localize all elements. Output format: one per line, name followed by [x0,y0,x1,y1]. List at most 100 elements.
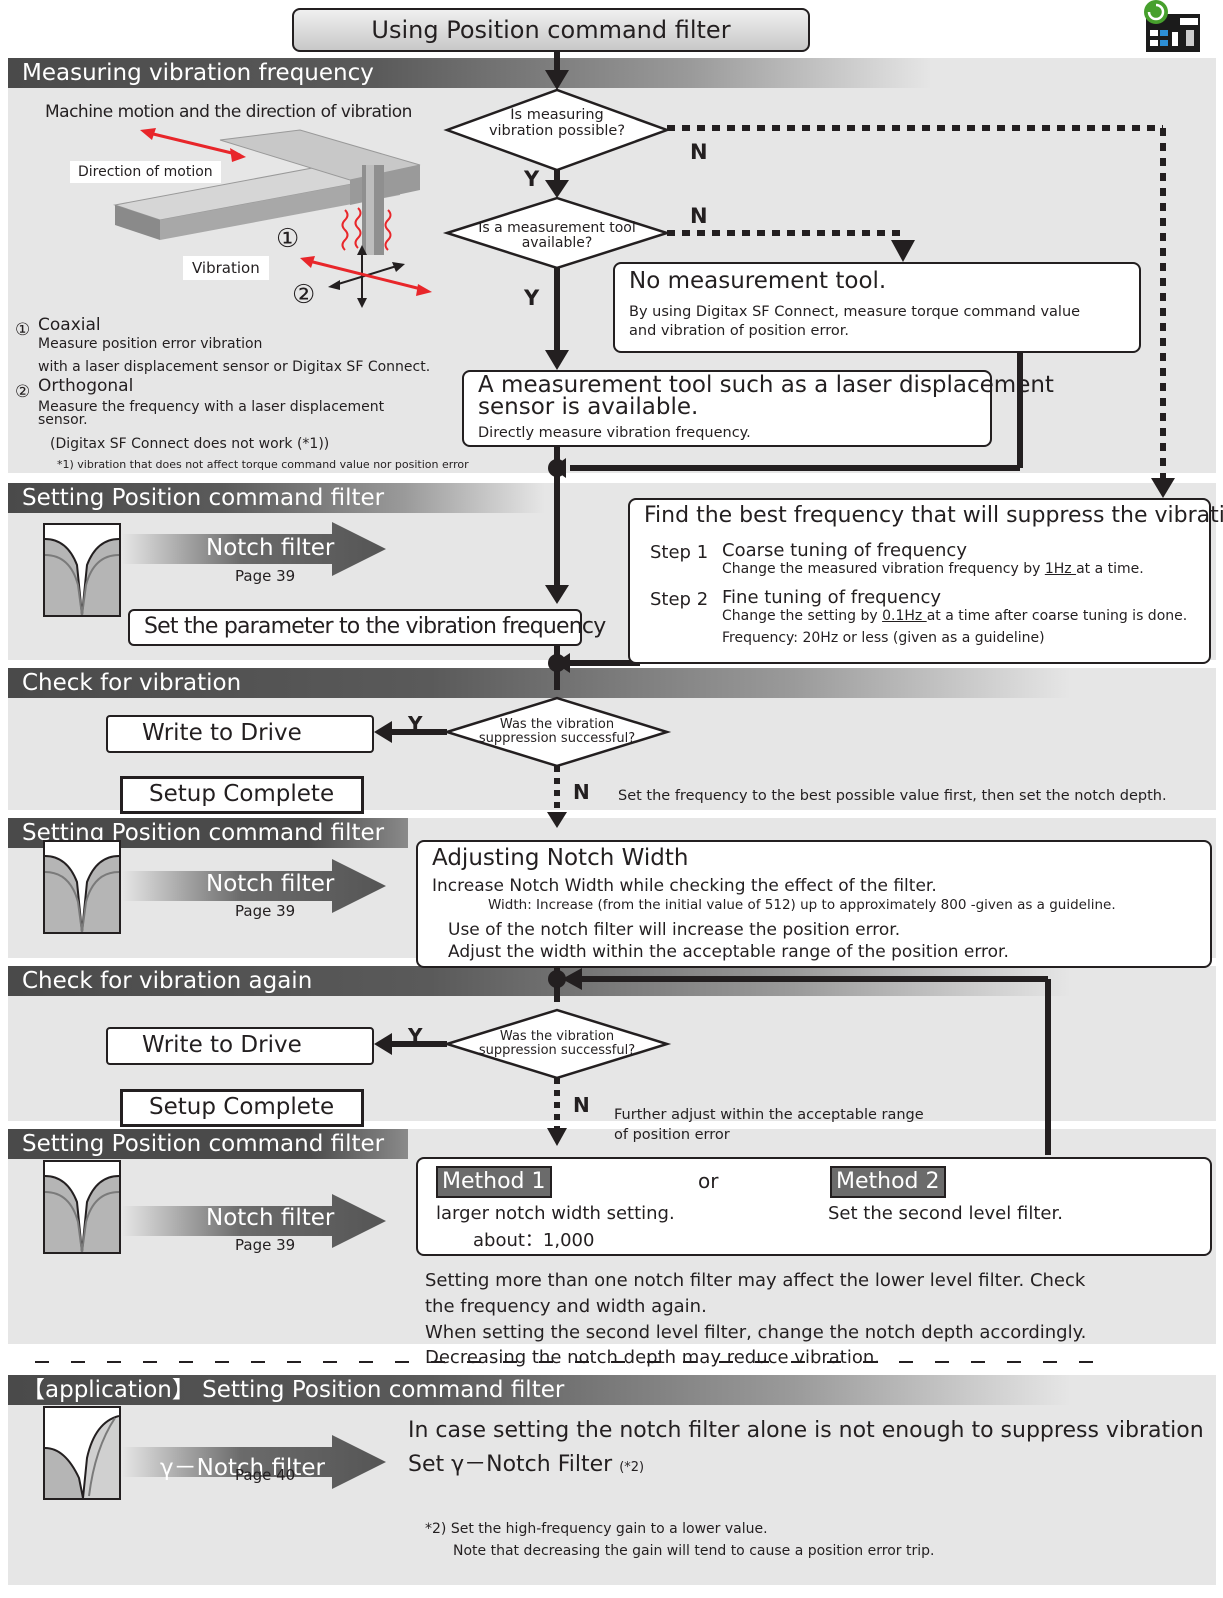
decision-2-no: N [690,204,708,228]
decision-diamond-4 [442,1008,672,1080]
best-frequency-title: Find the best frequency that will suppre… [644,503,1223,528]
vibration-label: Vibration [183,256,269,280]
step-1-label: Step 1 [650,542,709,563]
step-1-text-unit: 1Hz [1044,561,1077,577]
machine-caption: Machine motion and the direction of vibr… [45,102,412,122]
notch-width-line-2: Width: Increase (from the initial value … [488,897,1116,913]
step-2-guideline: Frequency: 20Hz or less (given as a guid… [722,630,1045,646]
step-1-text-a: Change the measured vibration frequency … [722,561,1045,577]
notch-width-line-4: Adjust the width within the acceptable r… [448,942,1009,962]
step-1-title: Coarse tuning of frequency [722,540,967,561]
notch-filter-page-2[interactable]: Page 39 [235,902,296,920]
band-application [8,1375,1216,1585]
decision-2-yes: Y [524,286,540,310]
step-1-text: Change the measured vibration frequency … [722,561,1144,577]
notch-filter-arrow-1 [122,522,390,580]
further-adjust-line-2: of position error [614,1127,730,1143]
decision-1-text: Is measuring vibration possible? [467,107,647,139]
gamma-notch-arrow [122,1435,390,1493]
decision-2-text: Is a measurement tool available? [462,221,652,251]
notch-width-title: Adjusting Notch Width [432,845,689,871]
decision-4-line-1: Was the vibration [499,1029,615,1044]
tool-line-1: A measurement tool such as a laser displ… [478,372,1054,398]
step-2-text-a: Change the setting by [722,608,883,624]
notch-width-line-3: Use of the notch filter will increase th… [448,920,901,940]
write-to-drive-text-1: Write to Drive [142,720,302,746]
notch-filter-page-3[interactable]: Page 39 [235,1236,296,1254]
setup-complete-text-1: Setup Complete [149,781,335,807]
orthogonal-line-3: (Digitax SF Connect does not work (*1)) [50,436,330,452]
methods-or: or [698,1169,719,1193]
gamma-notch-label: γ－Notch filter [160,1455,325,1481]
notch-width-box: Adjusting Notch Width Increase Notch Wid… [416,840,1212,968]
decision-4-no: N [573,1093,590,1117]
drive-icon [1142,0,1206,52]
notch-filter-label-2: Notch filter [206,871,335,897]
notch-filter-label-3: Notch filter [206,1205,335,1231]
set-parameter-box: Set the parameter to the vibration frequ… [128,609,606,646]
decision-3-yes: Y [408,712,423,736]
direction-of-motion-label: Direction of motion [70,161,221,183]
marker-2: ② [292,280,316,310]
tool-line-2: sensor is available. [478,394,699,420]
tool-line-3: Directly measure vibration frequency. [478,425,751,441]
method-1-line-2: about：1,000 [473,1230,595,1251]
coaxial-line-2: with a laser displacement sensor or Digi… [38,359,431,375]
decision-1-no: N [690,140,708,164]
application-footnote-2: Note that decreasing the gain will tend … [453,1543,935,1559]
notch-filter-label-1: Notch filter [206,535,335,561]
section-header-application: 【application】 Setting Position command f… [8,1375,1216,1405]
step-2-text-b: at a time after coarse tuning is done. [926,608,1188,624]
section-header-setting-3: Setting Position command filter [8,1129,408,1159]
step-1-text-b: at a time. [1076,561,1144,577]
multi-filter-line-3: When setting the second level filter, ch… [425,1322,1087,1343]
orthogonal-line-2: sensor. [38,412,88,428]
machine-illustration [113,128,432,308]
multi-filter-line-1: Setting more than one notch filter may a… [425,1270,1086,1291]
decision-1-yes: Y [524,167,540,191]
orthogonal-line-1: Measure the frequency with a laser displ… [38,399,385,415]
write-to-drive-text-2: Write to Drive [142,1032,302,1058]
set-parameter-text: Set the parameter to the vibration frequ… [144,614,606,639]
methods-box: Method 1 or Method 2 larger notch width … [416,1157,1212,1256]
notch-filter-graph-icon-3 [43,1160,121,1254]
decision-4-line-2: suppression successful? [478,1043,636,1058]
setup-complete-box-2: Setup Complete [120,1089,364,1127]
orthogonal-title: Orthogonal [38,376,134,396]
decision-2-line-2: available? [521,235,593,251]
method-1-line-1: larger notch width setting. [436,1203,675,1224]
decision-1-line-2: vibration possible? [488,123,626,139]
notch-filter-arrow-3 [122,1194,390,1252]
step-2-label: Step 2 [650,589,709,610]
no-tool-line-1: By using Digitax SF Connect, measure tor… [629,304,1081,320]
application-line-2-ref: (*2) [619,1460,645,1475]
section-header-setting-1: Setting Position command filter [8,483,618,513]
decision-1-line-1: Is measuring [510,107,604,123]
step-2-text-unit: 0.1Hz [882,608,927,624]
decision-3-line-1: Was the vibration [499,717,615,732]
multi-filter-line-4: Decreasing the notch depth may reduce vi… [425,1347,881,1368]
decision-3-no: N [573,780,590,804]
setup-complete-box-1: Setup Complete [120,776,364,814]
no-tool-line-2: and vibration of position error. [629,323,849,339]
notch-depth-note: Set the frequency to the best possible v… [618,788,1167,804]
setup-complete-text-2: Setup Complete [149,1094,335,1120]
section-header-measuring: Measuring vibration frequency [8,58,1058,88]
best-frequency-box: Find the best frequency that will suppre… [628,498,1223,664]
method-1-badge: Method 1 [436,1166,552,1198]
step-2-text: Change the setting by 0.1Hz at a time af… [722,608,1187,624]
no-tool-title: No measurement tool. [629,268,887,294]
notch-filter-page-1[interactable]: Page 39 [235,567,296,585]
marker-1: ① [276,224,300,254]
no-tool-box: No measurement tool. By using Digitax SF… [613,262,1141,353]
decision-diamond-3 [442,696,672,768]
write-to-drive-box-1: Write to Drive [106,715,374,753]
notch-filter-arrow-2 [122,859,390,917]
decision-4-text: Was the vibration suppression successful… [462,1030,652,1058]
coaxial-mark: ① [15,320,31,340]
gamma-notch-page[interactable]: Page 40 [235,1466,296,1484]
decision-3-line-2: suppression successful? [478,731,636,746]
section-header-check-1: Check for vibration [8,668,1216,698]
multi-filter-line-2: the frequency and width again. [425,1296,707,1317]
